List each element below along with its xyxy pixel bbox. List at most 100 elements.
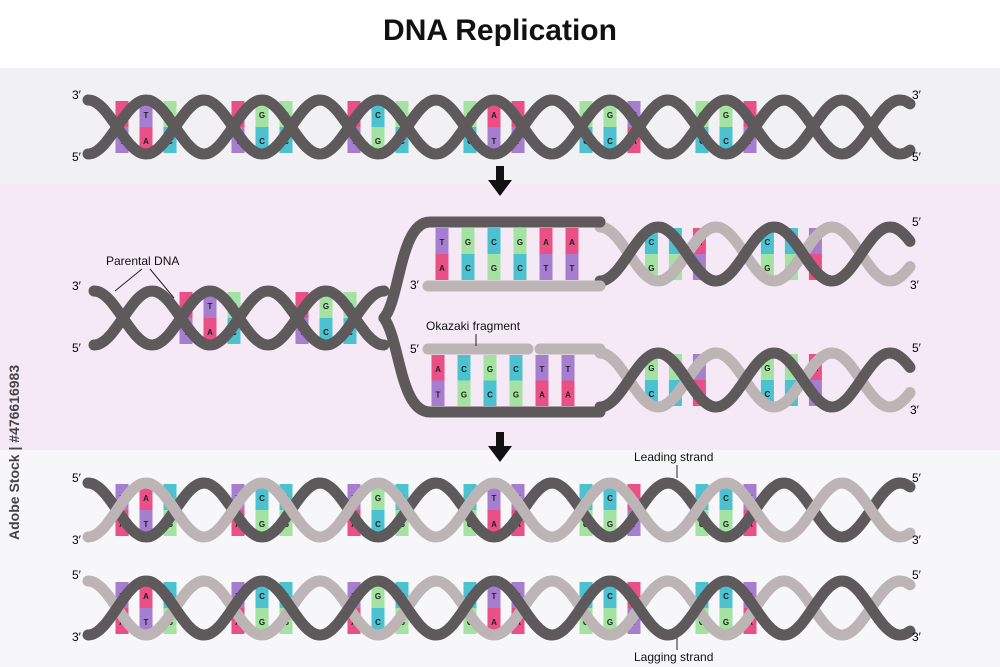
base-G [719,101,733,127]
base-pair: GC [513,228,527,280]
end-label: 3′ [912,630,922,644]
base-T [435,228,449,254]
base-letter: C [259,137,265,146]
base-pair: TA [561,355,575,406]
base-pair: CG [603,582,617,634]
down-arrow [488,432,512,462]
base-letter: T [566,365,571,374]
base-T [565,254,579,280]
dna-strand-front [658,347,717,413]
base-letter: T [144,520,149,529]
okazaki-fragment-label: Okazaki fragment [426,319,521,333]
base-G [319,292,333,318]
base-pair: CG [371,101,385,153]
base-letter: G [375,592,381,601]
dna-strand [378,312,606,418]
base-A [561,380,575,406]
base-letter: G [607,520,613,529]
base-G [603,608,617,634]
base-letter: A [491,618,497,627]
base-pair: TA [203,292,217,344]
dna-strand-front [494,94,553,160]
end-label: 5′ [410,342,420,356]
base-pair: TA [435,228,449,280]
base-G [509,380,523,406]
base-letter: C [375,618,381,627]
end-label: 5′ [912,150,922,164]
base-pair: CG [255,484,269,536]
lagging-strand-label: Lagging strand [634,650,713,664]
end-label: 3′ [72,533,82,547]
base-letter: T [492,494,497,503]
base-pair: AT [139,484,153,536]
base-C [719,484,733,510]
base-C [483,380,497,406]
base-letter: C [461,365,467,374]
base-letter: C [465,264,471,273]
base-letter: C [513,365,519,374]
end-label: 5′ [72,471,82,485]
base-letter: G [648,264,654,273]
dna-strand-front [842,575,901,641]
dna-strand-front [494,575,553,641]
base-C [255,484,269,510]
dna-strand-front [610,94,669,160]
base-C [603,582,617,608]
base-letter: G [461,390,467,399]
parental-dna-pointer [114,268,175,299]
end-label: 5′ [72,150,82,164]
base-C [719,582,733,608]
base-G [371,582,385,608]
base-letter: A [491,520,497,529]
base-C [513,254,527,280]
base-letter: A [565,390,571,399]
base-pair: GC [603,101,617,153]
base-letter: G [723,618,729,627]
base-letter: G [259,618,265,627]
base-letter: G [375,137,381,146]
base-letter: C [607,494,613,503]
base-C [719,127,733,153]
dna-strand-front [890,389,915,413]
base-pair: GC [255,101,269,153]
base-T [203,292,217,318]
base-G [461,228,475,254]
dna-strand-front [610,575,669,641]
dna-strand-front [774,221,833,287]
base-C [371,101,385,127]
base-letter: G [487,365,493,374]
dna-strand-front [146,575,205,641]
base-G [255,510,269,536]
base-A [487,608,501,634]
base-A [565,228,579,254]
end-label: 5′ [912,471,922,485]
base-T [139,510,153,536]
base-letter: A [543,238,549,247]
base-letter: C [517,264,523,273]
base-letter: C [723,137,729,146]
base-letter: A [143,592,149,601]
dna-strand-front [146,94,205,160]
dna-strand-front [378,94,437,160]
base-A [535,380,549,406]
base-pair: GC [319,292,333,344]
down-arrow [488,166,512,196]
base-letter: T [208,302,213,311]
base-letter: C [259,494,265,503]
dna-strand-front [842,477,901,543]
base-letter: G [517,238,523,247]
base-T [431,380,445,406]
base-pair: TA [139,101,153,153]
base-T [487,484,501,510]
base-letter: T [492,592,497,601]
base-G [371,484,385,510]
base-C [371,510,385,536]
base-T [539,254,553,280]
base-letter: C [765,390,771,399]
end-label: 3′ [910,403,920,417]
base-A [139,127,153,153]
base-letter: T [440,238,445,247]
base-T [561,355,575,381]
base-letter: T [540,365,545,374]
dna-strand-front [658,221,717,287]
